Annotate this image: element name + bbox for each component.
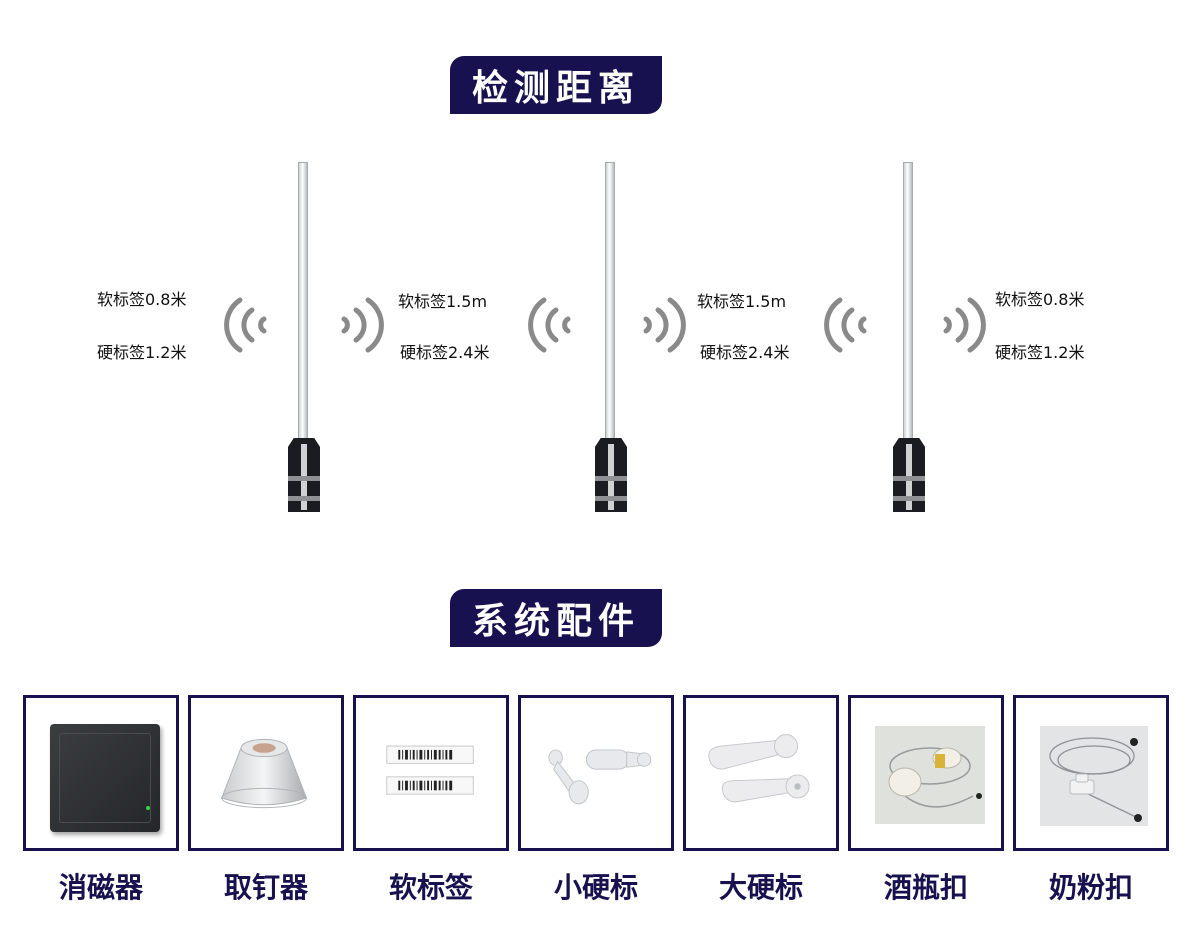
middle-left-soft-label-distance: 软标签1.5m xyxy=(398,292,488,311)
middle-right-hard-label-distance: 硬标签2.4米 xyxy=(700,343,790,362)
accessory-name-large-hard-tag: 大硬标 xyxy=(718,871,803,904)
antenna-pillar-right xyxy=(892,162,926,512)
signal-wave-left-icon xyxy=(528,297,571,353)
middle-right-soft-label-distance: 软标签1.5m xyxy=(697,292,787,311)
right-hard-label-distance: 硬标签1.2米 xyxy=(995,343,1085,362)
left-hard-label-distance: 硬标签1.2米 xyxy=(97,343,187,362)
signal-wave-right-icon xyxy=(341,297,384,353)
signal-wave-left-icon xyxy=(824,297,867,353)
deactivator-pad-icon xyxy=(50,724,160,832)
signal-wave-right-icon xyxy=(943,297,986,353)
accessory-large-hard-tag xyxy=(683,695,839,851)
left-soft-label-distance: 软标签0.8米 xyxy=(97,290,187,309)
accessory-deactivator xyxy=(23,695,179,851)
accessory-name-deactivator: 消磁器 xyxy=(58,871,143,904)
accessory-name-detacher: 取钉器 xyxy=(223,871,308,904)
can-tag-icon xyxy=(1040,726,1148,826)
accessory-soft-label xyxy=(353,695,509,851)
accessory-bottle-tag xyxy=(848,695,1004,851)
accessory-name-can-tag: 奶粉扣 xyxy=(1048,871,1133,904)
antenna-pillar-left xyxy=(287,162,321,512)
bottle-tag-icon xyxy=(875,726,985,824)
detacher-icon xyxy=(221,738,308,809)
large-hard-tag-icon xyxy=(708,734,810,803)
signal-wave-right-icon xyxy=(643,297,686,353)
system-accessories-banner: 系统配件 xyxy=(450,589,662,647)
accessory-small-hard-tag xyxy=(518,695,674,851)
accessory-can-tag xyxy=(1013,695,1169,851)
accessory-name-bottle-tag: 酒瓶扣 xyxy=(883,871,968,904)
accessory-name-small-hard-tag: 小硬标 xyxy=(553,871,638,904)
right-soft-label-distance: 软标签0.8米 xyxy=(995,290,1085,309)
middle-left-hard-label-distance: 硬标签2.4米 xyxy=(400,343,490,362)
signal-wave-left-icon xyxy=(224,297,267,353)
antenna-pillar-middle xyxy=(594,162,628,512)
detection-distance-banner: 检测距离 xyxy=(450,56,662,114)
soft-label-icon xyxy=(386,745,474,795)
detection-distance-title: 检测距离 xyxy=(471,68,640,109)
accessory-detacher xyxy=(188,695,344,851)
accessory-name-soft-label: 软标签 xyxy=(388,871,473,904)
small-hard-tag-icon xyxy=(548,749,652,805)
system-accessories-title: 系统配件 xyxy=(471,601,640,642)
